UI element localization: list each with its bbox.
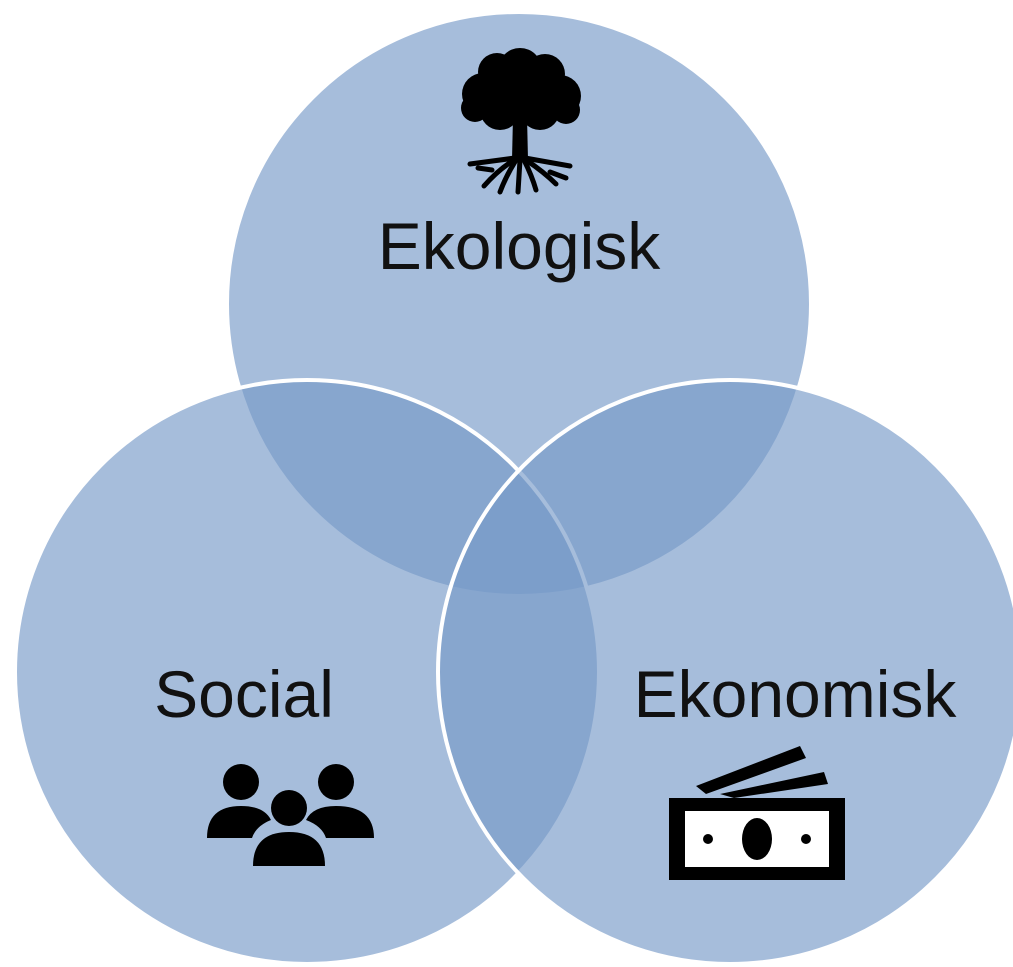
money-icon [669,746,845,880]
people-group-icon [207,764,374,866]
circles-group [13,10,1013,966]
label-ekologisk: Ekologisk [378,209,661,283]
circle-ekonomisk [436,378,1013,966]
label-social: Social [154,657,334,731]
tree-icon [461,48,581,195]
label-ekonomisk: Ekonomisk [634,657,958,731]
